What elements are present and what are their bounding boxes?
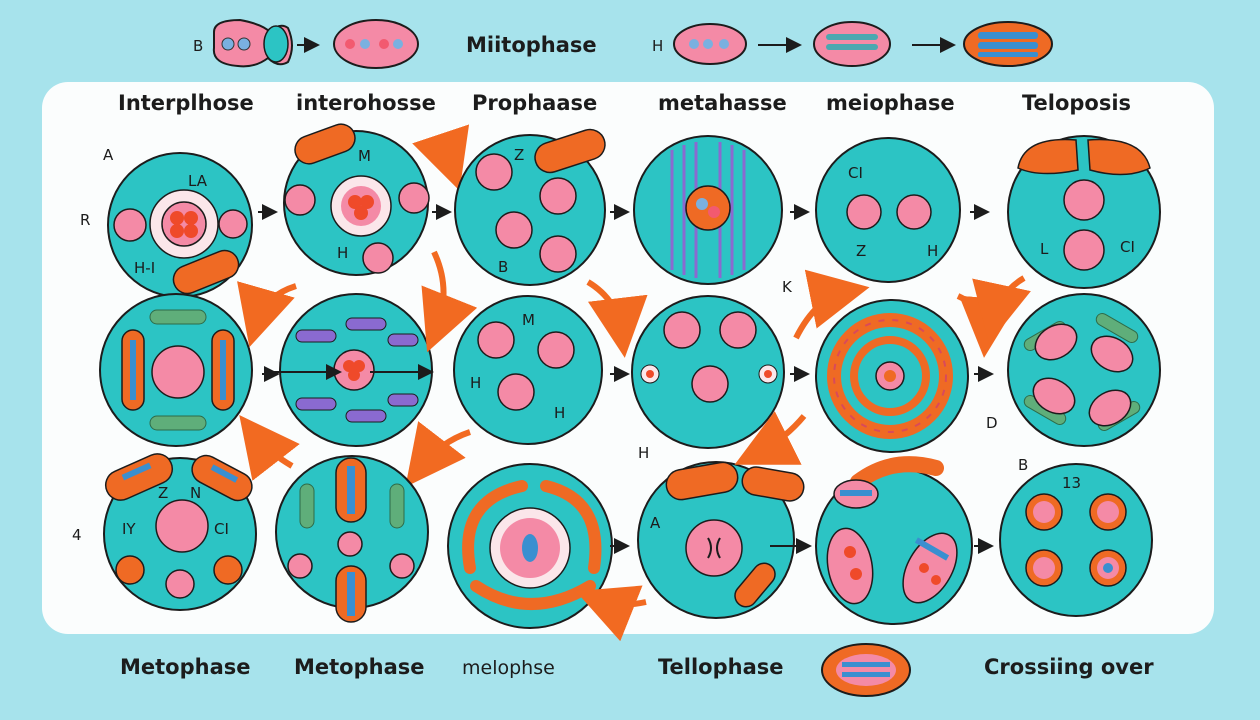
cell-r1c5-label-z: Z (856, 242, 866, 260)
cell-r2c3-label-m: M (522, 311, 535, 329)
cell-r1c1-label-la: LA (188, 172, 208, 190)
orange-arrow-3 (421, 250, 478, 353)
cell-r1c1-label-a: A (103, 146, 114, 164)
orange-arrow-6 (956, 293, 1019, 358)
cell-r1c4 (633, 135, 783, 285)
cell-r3c4: H A (637, 444, 805, 619)
cell-r1c1-label-h: H-I (134, 259, 155, 277)
cell-r3c1-label-4: 4 (72, 526, 82, 544)
cell-r3c4-label-h: H (638, 444, 649, 462)
cell-r2c6-label-d: D (986, 414, 998, 432)
orange-arrow-1 (412, 124, 470, 191)
cell-r1c3: Z B (454, 128, 606, 286)
cell-r2c3-label-h2: H (554, 404, 565, 422)
cell-r1c3-label-b: B (498, 258, 508, 276)
row-1: A LA R H-I M H (80, 123, 1161, 298)
header-interphase: Interplhose (118, 91, 254, 115)
cell-r3c1-label-z: Z (158, 484, 168, 502)
top-letter-left: B (193, 37, 203, 55)
cell-r3c2 (275, 455, 429, 623)
cell-r2c3: M H H (453, 295, 603, 445)
orange-arrow-5 (793, 269, 870, 340)
cell-r2c4: K (631, 278, 793, 449)
cell-r2c6: D (986, 293, 1161, 447)
orange-arrow-10 (575, 585, 647, 642)
cell-r1c1: A LA R H-I (80, 146, 253, 298)
top-cell-4 (813, 21, 891, 67)
header-metaphase: metahasse (658, 91, 787, 115)
row-3: Z N IY CI 4 (72, 411, 1153, 642)
cell-r1c5-label-h: H (927, 242, 938, 260)
cell-r1c5-label-ci: CI (848, 164, 863, 182)
header-interohosse: interohosse (296, 91, 436, 115)
cell-r3c6-label-13: 13 (1062, 474, 1081, 492)
bottom-label-telophase: Tellophase (658, 655, 784, 679)
cell-r1c1-label-r: R (80, 211, 90, 229)
cell-r3c5 (815, 456, 973, 625)
bottom-label-metaphase-1: Metophase (120, 655, 251, 679)
cell-r1c5: CI Z H (815, 137, 961, 283)
bottom-label-crossing-over: Crossiing over (984, 655, 1154, 679)
cell-r1c6-label-ci: CI (1120, 238, 1135, 256)
cell-r3c1-label-ci: CI (214, 520, 229, 538)
cell-r3c1-label-iy: IY (122, 520, 136, 538)
cell-r1c2: M H (283, 123, 430, 276)
cell-r3c1: Z N IY CI 4 (72, 453, 257, 611)
bottom-cell-icon (821, 643, 911, 697)
bottom-label-metaphase-2: Metophase (294, 655, 425, 679)
cell-r3c3 (447, 463, 613, 629)
cell-r2c5 (815, 299, 969, 453)
bottom-label-melophse: melophse (462, 657, 555, 679)
top-cell-5 (963, 21, 1053, 67)
top-letter-right: H (652, 37, 663, 55)
cell-r1c6: L CI (1007, 135, 1161, 289)
cell-r3c4-label-a: A (650, 514, 661, 532)
cell-r1c2-label-m: M (358, 147, 371, 165)
stage-headers: Interplhose interohosse Prophaase metaha… (118, 91, 1131, 115)
orange-arrow-2 (237, 281, 297, 348)
header-teloposis: Teloposis (1022, 91, 1131, 115)
bottom-labels: Metophase Metophase melophse Tellophase … (120, 643, 1154, 697)
top-strip: B Miitophase H (193, 18, 1053, 69)
header-meiophase: meiophase (826, 91, 955, 115)
cell-r3c6-label-b: B (1018, 456, 1028, 474)
cell-r1c6-label-l: L (1040, 240, 1049, 258)
orange-arrow-11 (734, 411, 807, 465)
orange-arrow-7 (972, 275, 1031, 344)
cell-r2c2 (274, 293, 434, 447)
top-cell-3 (673, 23, 747, 65)
header-prophase: Prophaase (472, 91, 597, 115)
cell-r1c3-label-z: Z (514, 146, 524, 164)
row-2: M H H K (99, 250, 1161, 453)
top-dividing-cell (212, 18, 293, 68)
top-cell-2 (333, 19, 419, 69)
top-strip-title: Miitophase (466, 33, 597, 57)
cell-r2c1 (99, 293, 253, 447)
orange-arrow-4 (586, 279, 648, 358)
cell-r2c3-label-h1: H (470, 374, 481, 392)
cell-r3c1-label-n: N (190, 484, 201, 502)
cell-r3c6: B 13 (999, 456, 1153, 617)
orange-arrow-8 (239, 415, 300, 481)
orange-arrow-9 (405, 421, 471, 488)
cell-r2c4-label-k: K (782, 278, 793, 296)
cell-r1c2-label-h: H (337, 244, 348, 262)
